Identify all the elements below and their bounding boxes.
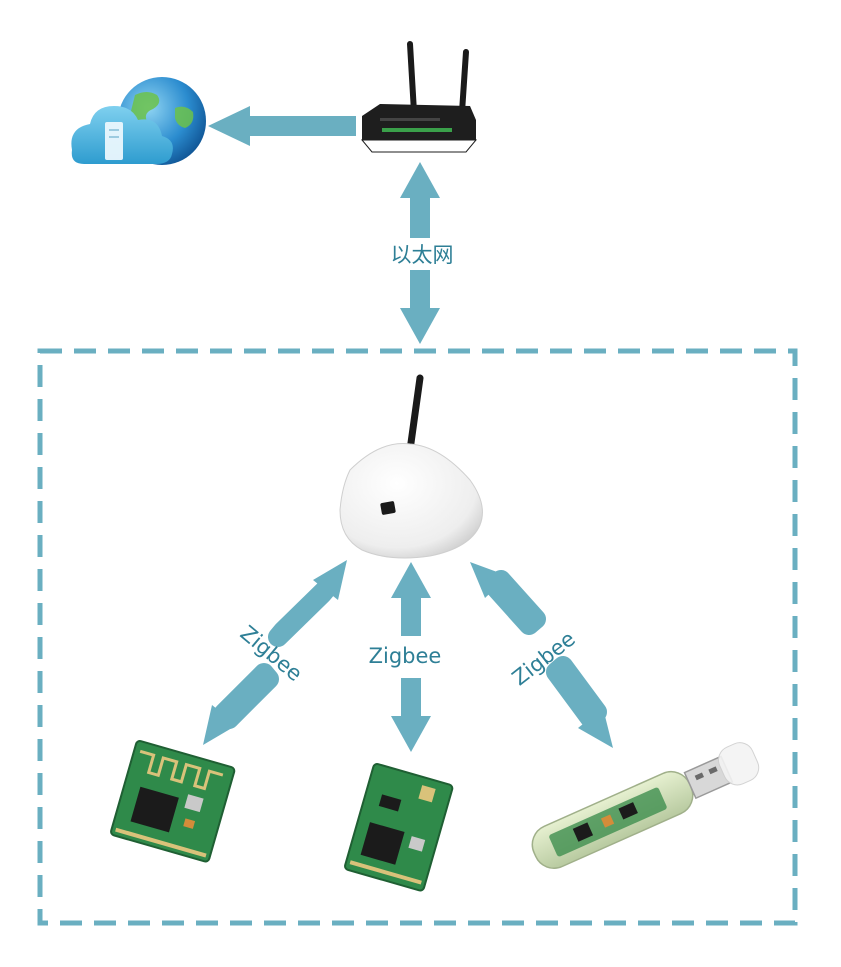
- ethernet-label: 以太网: [391, 243, 454, 267]
- ethernet-double-arrow: [400, 162, 440, 344]
- zigbee-arrow-center: [391, 562, 431, 752]
- zigbee-module-center-icon: [344, 763, 454, 892]
- arrow-router-to-cloud: [208, 106, 356, 146]
- zigbee-arrow-left: [203, 560, 347, 745]
- zigbee-module-left-icon: [110, 740, 236, 863]
- zigbee-network-boundary: [37, 348, 798, 926]
- zigbee-arrow-right: [470, 562, 613, 748]
- usb-dongle-icon: [531, 742, 760, 869]
- cloud-globe-icon: [71, 77, 206, 165]
- zigbee-label-center: Zigbee: [369, 644, 442, 668]
- zigbee-gateway-icon: [339, 374, 483, 559]
- router-icon: [360, 41, 478, 153]
